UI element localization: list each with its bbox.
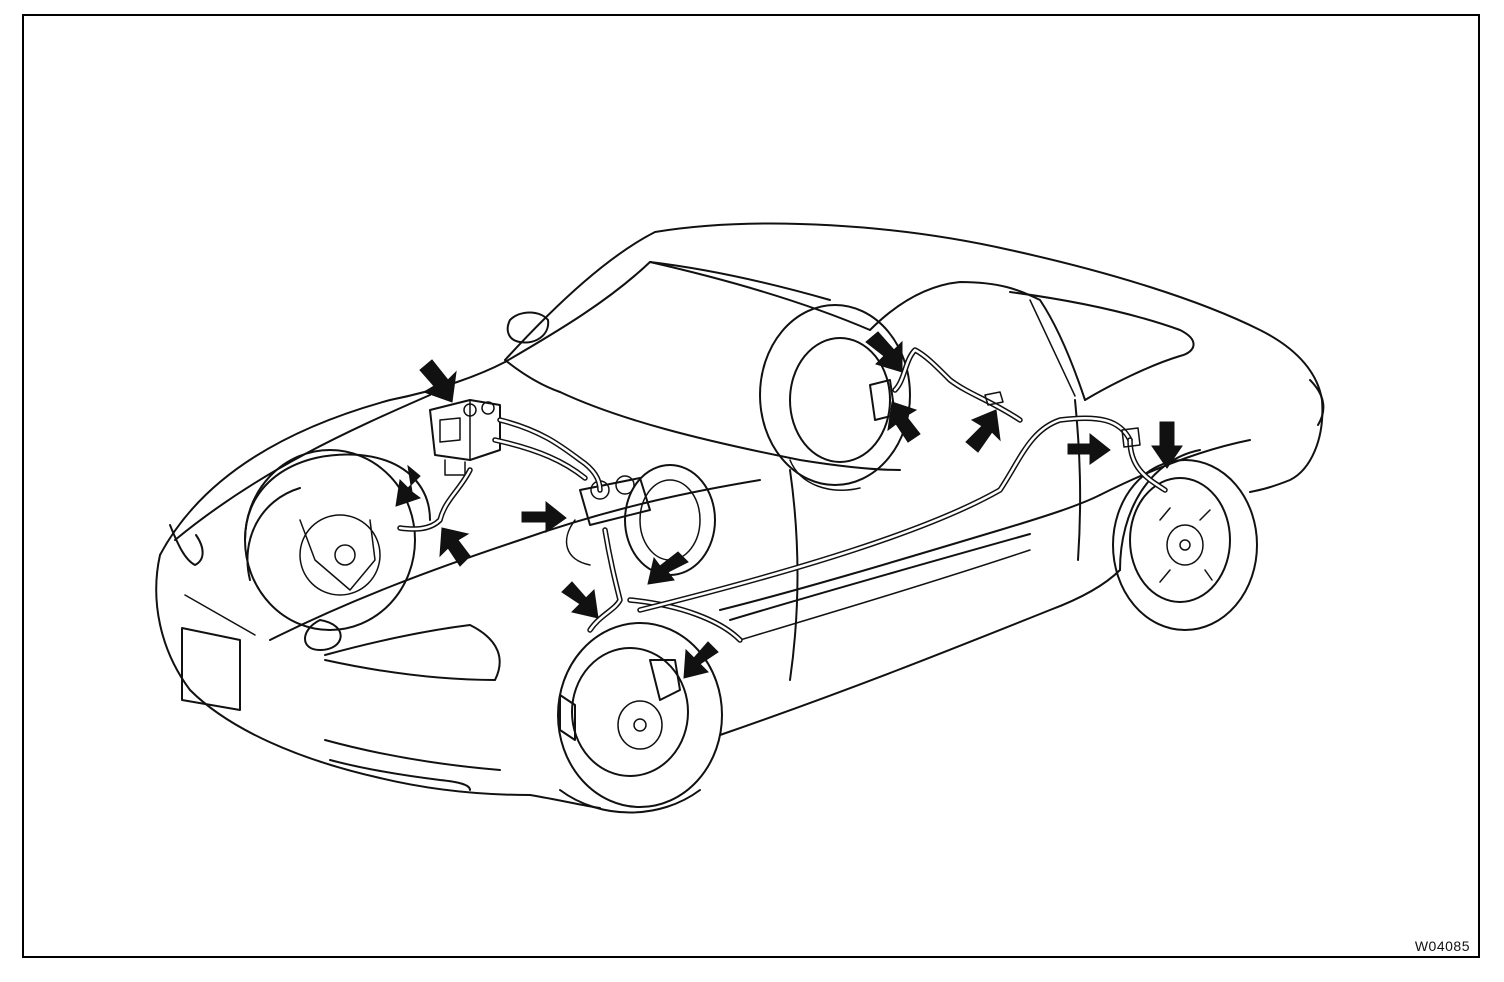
abs-actuator (429, 399, 501, 476)
arrow-rear-right-caliper (1151, 421, 1183, 469)
brake-lines (397, 347, 1168, 643)
arrow-front-junction (647, 551, 689, 585)
arrow-abs-actuator (419, 359, 457, 403)
master-cylinder-booster (565, 464, 716, 576)
arrow-front-left-line (439, 527, 471, 567)
arrow-front-right-joint (561, 581, 599, 619)
front-left-wheel (244, 449, 416, 631)
front-right-wheel (557, 622, 723, 814)
figure-code: W04085 (1414, 938, 1470, 954)
arrow-front-left-hose (395, 464, 422, 507)
arrow-rear-right-joint (1067, 432, 1111, 465)
arrow-front-right-caliper (683, 641, 719, 679)
arrow-rear-left-hose-top (865, 331, 903, 373)
arrow-rear-left-hose-bottom (887, 401, 921, 443)
rear-right-wheel (1112, 459, 1258, 631)
arrow-master-cylinder (521, 500, 567, 533)
figure-frame (22, 14, 1480, 958)
car-body (155, 222, 1325, 809)
rear-left-wheel (759, 304, 911, 491)
arrow-rear-union (965, 409, 1001, 453)
